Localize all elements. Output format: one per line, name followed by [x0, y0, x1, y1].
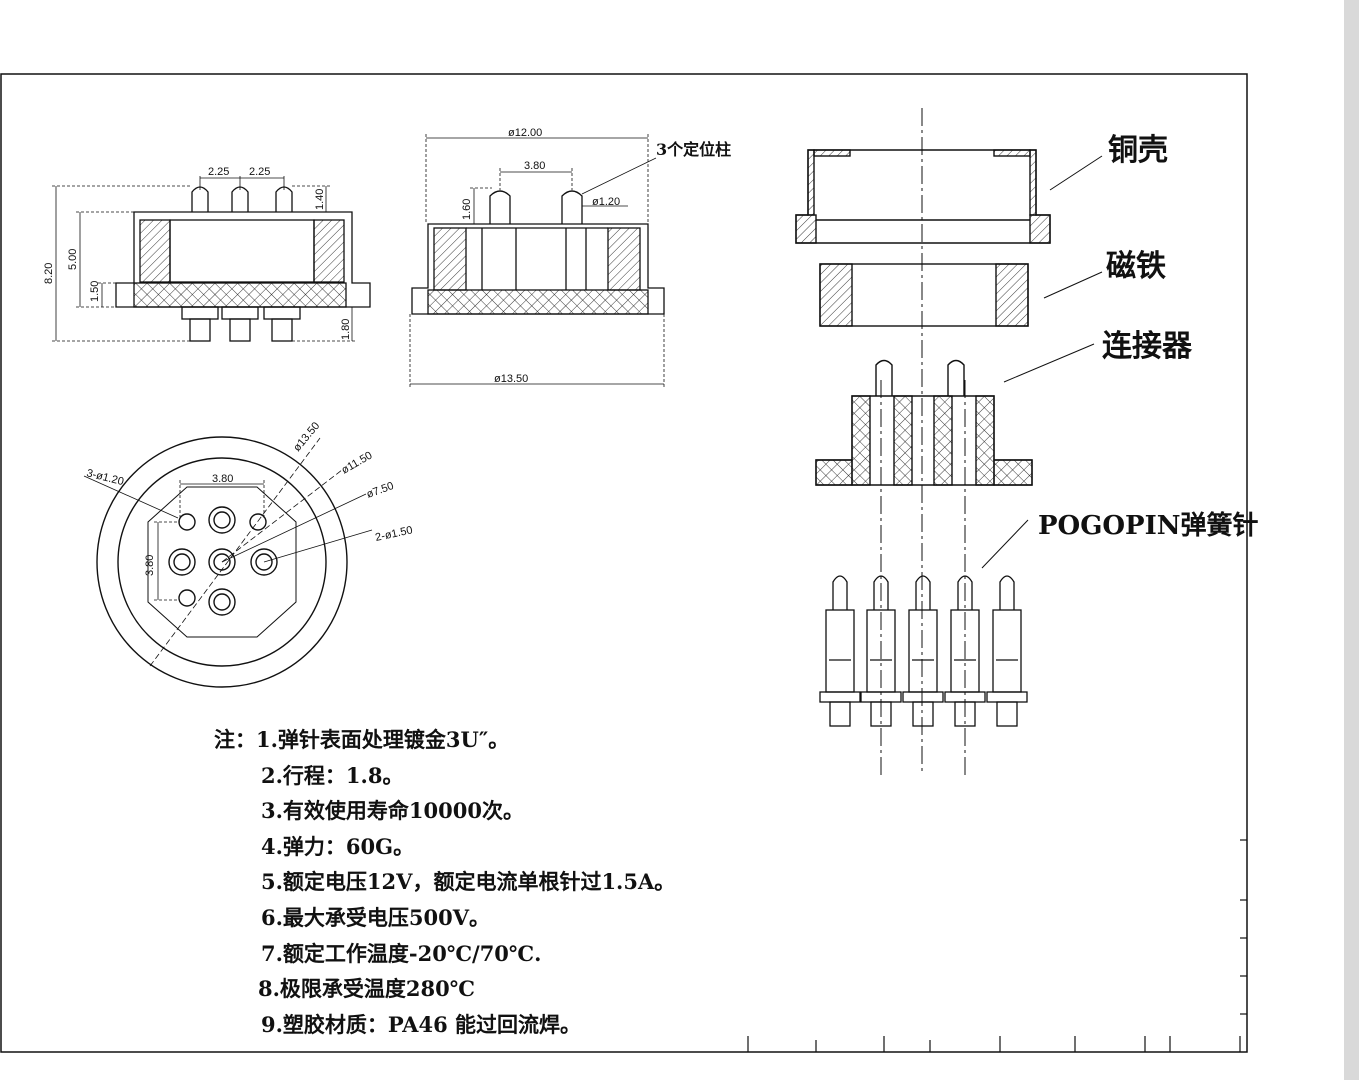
notes-block: 注：1.弹针表面处理镀金3U″。 2.行程：1.8。 3.有效使用寿命10000…: [214, 722, 734, 1042]
dim-d-inner: ø7.50: [365, 480, 396, 501]
pogo-pin: [986, 575, 1028, 727]
note-6: 6.最大承受电压500V。: [261, 904, 491, 930]
bottom-view-dimensions: [83, 437, 373, 667]
label-connector: 连接器: [1102, 329, 1193, 364]
pogo-pin: [902, 575, 944, 727]
dim-flange: 1.50: [89, 281, 101, 302]
dim-holes-posts: 3-ø1.20: [85, 467, 125, 488]
dim-spacing-x: 3.80: [212, 473, 233, 485]
label-copper-shell: 铜壳: [1108, 133, 1168, 168]
dim-outer-diameter: ø12.00: [508, 127, 542, 139]
label-pogopin: POGOPIN弹簧针: [1038, 510, 1259, 541]
dim-height-total: 8.20: [43, 263, 55, 284]
dim-d-outer: ø13.50: [291, 420, 322, 454]
front-view-dimensions: [52, 176, 356, 342]
front-section-view: [115, 186, 371, 342]
pogo-pins: [819, 575, 1028, 727]
connector: [815, 359, 1033, 486]
dim-base-diameter: ø13.50: [494, 373, 528, 385]
note-2: 2.行程：1.8。: [261, 762, 404, 788]
dim-pin-bottom: 1.80: [340, 319, 352, 340]
pogo-pin: [819, 575, 861, 727]
posts-callout: 3个定位柱: [656, 140, 731, 159]
note-4: 4.弹力：60G。: [261, 833, 415, 859]
note-1: 注：1.弹针表面处理镀金3U″。: [214, 727, 510, 752]
side-section-view: [411, 190, 665, 315]
note-9: 9.塑胶材质：PA46 能过回流焊。: [261, 1011, 582, 1037]
leader-lines: [981, 155, 1103, 569]
dim-pin-spacing: 3.80: [524, 160, 545, 172]
bottom-view: [96, 436, 348, 688]
drawing-frame: [0, 73, 1248, 1053]
exploded-centerlines: [880, 108, 966, 775]
dim-spacing-y: 3.80: [144, 555, 156, 576]
side-view-dimensions: [409, 134, 665, 388]
scrollbar[interactable]: [1344, 0, 1359, 1080]
pogo-pin: [944, 575, 986, 727]
dim-post-diameter: ø1.20: [592, 196, 620, 208]
notes-prefix: 注：: [214, 727, 256, 752]
note-7: 7.额定工作温度-20℃/70℃.: [261, 940, 542, 966]
dim-post-height: 1.60: [461, 199, 473, 220]
dim-d-mid: ø11.50: [340, 449, 375, 476]
label-magnet: 磁铁: [1106, 249, 1166, 284]
magnet: [819, 263, 1029, 327]
note-5: 5.额定电压12V，额定电流单根针过1.5A。: [261, 869, 676, 895]
copper-shell: [795, 149, 1051, 244]
dim-height-body: 5.00: [67, 249, 79, 270]
title-block-edge: [747, 839, 1247, 1052]
dim-pin-protrusion: 1.40: [314, 189, 326, 210]
pogo-pin: [860, 575, 902, 727]
dim-pitch-left: 2.25: [208, 166, 229, 178]
note-8: 8.极限承受温度280℃: [258, 976, 475, 1002]
dim-pitch-right: 2.25: [249, 166, 270, 178]
dim-holes-small: 2-ø1.50: [374, 524, 414, 544]
note-3: 3.有效使用寿命10000次。: [261, 798, 524, 824]
